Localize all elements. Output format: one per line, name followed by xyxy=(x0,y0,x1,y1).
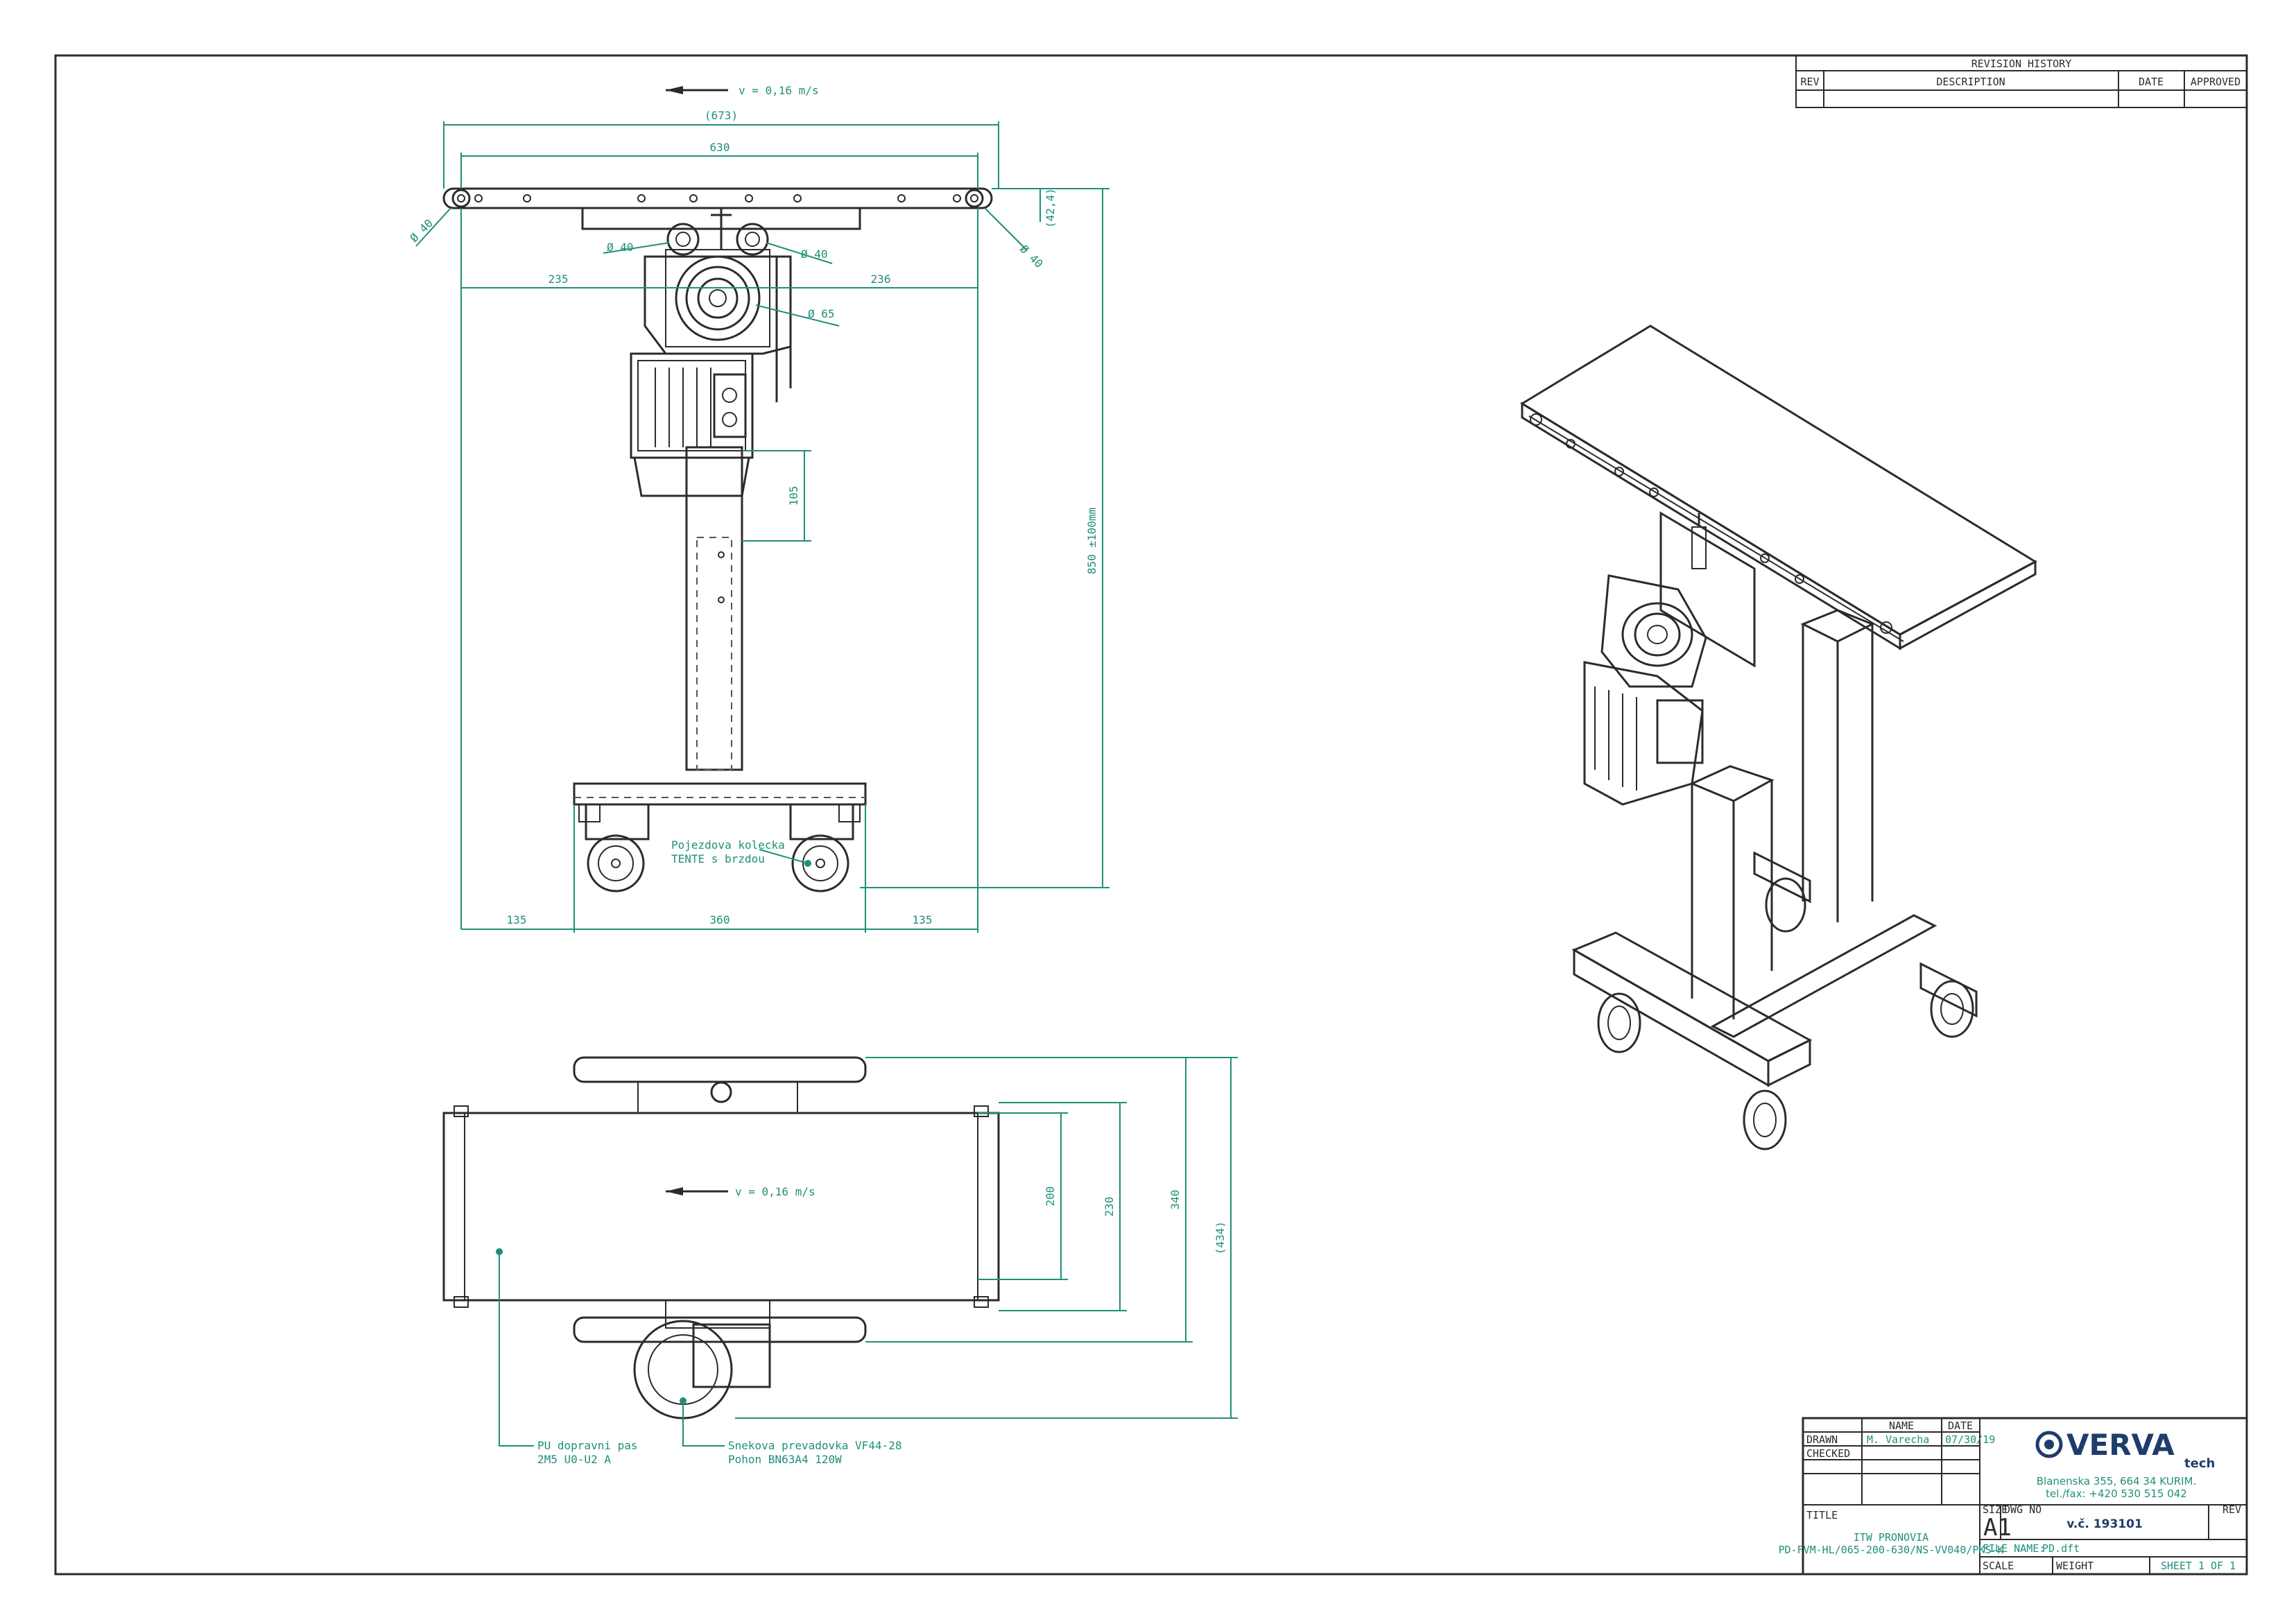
note-drive-line2: Pohon BN63A4 120W xyxy=(728,1453,842,1466)
tb-dwg-no: v.č. 193101 xyxy=(2066,1517,2143,1531)
note-belt-line1: PU dopravni pas xyxy=(537,1439,638,1452)
note-wheels-line1: Pojezdova kolecka xyxy=(671,838,785,852)
dim-overall-depth: (434) xyxy=(1214,1221,1227,1254)
dim-base-left: 135 xyxy=(507,913,527,926)
tb-drawn-name: M. Varecha xyxy=(1867,1433,1929,1446)
tb-size-label: SIZE xyxy=(1983,1503,2008,1516)
tb-rev-label: REV xyxy=(2222,1503,2241,1516)
revision-table: REVISION HISTORY REV DESCRIPTION DATE AP… xyxy=(1795,55,2247,108)
revision-header-rev: REV xyxy=(1800,76,1819,88)
company-sub: tech xyxy=(2184,1456,2215,1471)
tb-file-name: PD.dft xyxy=(2042,1542,2080,1555)
revision-header-approved: APPROVED xyxy=(2191,76,2241,88)
title-block: NAME DATE DRAWN M. Varecha 07/30/19 CHEC… xyxy=(1778,1417,2248,1576)
revision-title: REVISION HISTORY xyxy=(1971,58,2072,70)
iso-belt xyxy=(1520,325,2038,636)
front-dimensions: (673) 630 235 236 Ø 40 Ø 40 Ø 40 Ø 40 Ø … xyxy=(407,109,1110,933)
tb-size: A1 xyxy=(1983,1514,2012,1542)
dim-height: 850 ±100mm xyxy=(1085,508,1098,574)
revision-header-date: DATE xyxy=(2139,76,2164,88)
dim-belt-width: 200 xyxy=(1044,1187,1057,1207)
tb-checked-label: CHECKED xyxy=(1806,1447,1850,1460)
note-belt-line2: 2M5 U0-U2 A xyxy=(537,1453,611,1466)
lower-roller-bar xyxy=(573,1316,867,1343)
dim-drive-diameter: Ø 65 xyxy=(808,307,835,320)
dim-top-thickness: (42,4) xyxy=(1044,188,1057,228)
company-name: VERVA xyxy=(2066,1428,2175,1462)
tb-file-label: FILE NAME: xyxy=(1983,1542,2045,1555)
tb-name-label: NAME xyxy=(1889,1420,1914,1432)
front-view: v = 0,16 m/s xyxy=(407,84,1110,933)
dim-left-offset: 235 xyxy=(549,273,569,286)
top-dimensions: 200 230 340 (434) xyxy=(735,1057,1238,1419)
tb-drawn-label: DRAWN xyxy=(1806,1433,1838,1446)
isometric-view xyxy=(1520,325,2038,1150)
tb-date-label: DATE xyxy=(1948,1420,1973,1432)
revision-header-description: DESCRIPTION xyxy=(1936,76,2005,88)
dim-right-offset: 236 xyxy=(871,273,891,286)
column-outer xyxy=(685,446,743,771)
top-view: v = 0,16 m/s 200 230 340 (434) PU doprav… xyxy=(442,1056,1238,1466)
dim-overall-width: (673) xyxy=(705,109,738,122)
motor-body xyxy=(630,352,754,459)
caster-right xyxy=(789,803,854,892)
company-logo: VERVA tech xyxy=(2035,1428,2215,1471)
note-drive-line1: Snekova prevadovka VF44-28 xyxy=(728,1439,901,1452)
belt-frame xyxy=(442,1112,1000,1302)
note-wheels-line2: TENTE s brzdou xyxy=(671,852,765,865)
dim-drive-right-diameter: Ø 40 xyxy=(801,248,828,261)
tb-scale-label: SCALE xyxy=(1983,1560,2014,1572)
top-speed-arrow-icon xyxy=(666,1187,683,1196)
tb-title-label: TITLE xyxy=(1806,1509,1838,1521)
base-frame xyxy=(573,782,867,806)
dim-adjust: 105 xyxy=(787,486,800,506)
tb-drawn-date: 07/30/19 xyxy=(1945,1433,1995,1446)
gearbox-flange xyxy=(675,255,761,341)
sheet-border xyxy=(54,54,2248,1576)
caster-left xyxy=(585,803,650,892)
speed-arrow-icon xyxy=(666,86,683,94)
front-speed-label: v = 0,16 m/s xyxy=(739,84,819,97)
tb-dwg-label: DWG NO xyxy=(2004,1503,2042,1516)
tb-title-line2: PD-FVM-HL/065-200-630/NS-VV040/PKS-K xyxy=(1778,1544,2003,1556)
tb-title-line1: ITW PRONOVIA xyxy=(1854,1531,1928,1544)
company-phone: tel./fax: +420 530 515 042 xyxy=(2046,1487,2187,1500)
dim-roller-right-diameter: Ø 40 xyxy=(1017,242,1046,270)
top-speed-label: v = 0,16 m/s xyxy=(735,1185,815,1198)
tb-weight-label: WEIGHT xyxy=(2056,1560,2094,1572)
conveyor-beam xyxy=(442,187,993,209)
dim-conveyor-width: 630 xyxy=(710,141,730,154)
dim-base-right: 135 xyxy=(913,913,933,926)
dim-drive-left-diameter: Ø 40 xyxy=(607,241,634,254)
tb-sheet: SHEET 1 OF 1 xyxy=(2161,1560,2236,1572)
verva-logo-icon xyxy=(2035,1431,2063,1458)
company-address: Blanenska 355, 664 34 KURIM. xyxy=(2037,1475,2196,1487)
dim-base-mid: 360 xyxy=(710,913,730,926)
dim-frame-width: 230 xyxy=(1103,1197,1116,1217)
upper-roller-bar xyxy=(573,1056,867,1083)
dim-outer-width: 340 xyxy=(1168,1190,1182,1210)
